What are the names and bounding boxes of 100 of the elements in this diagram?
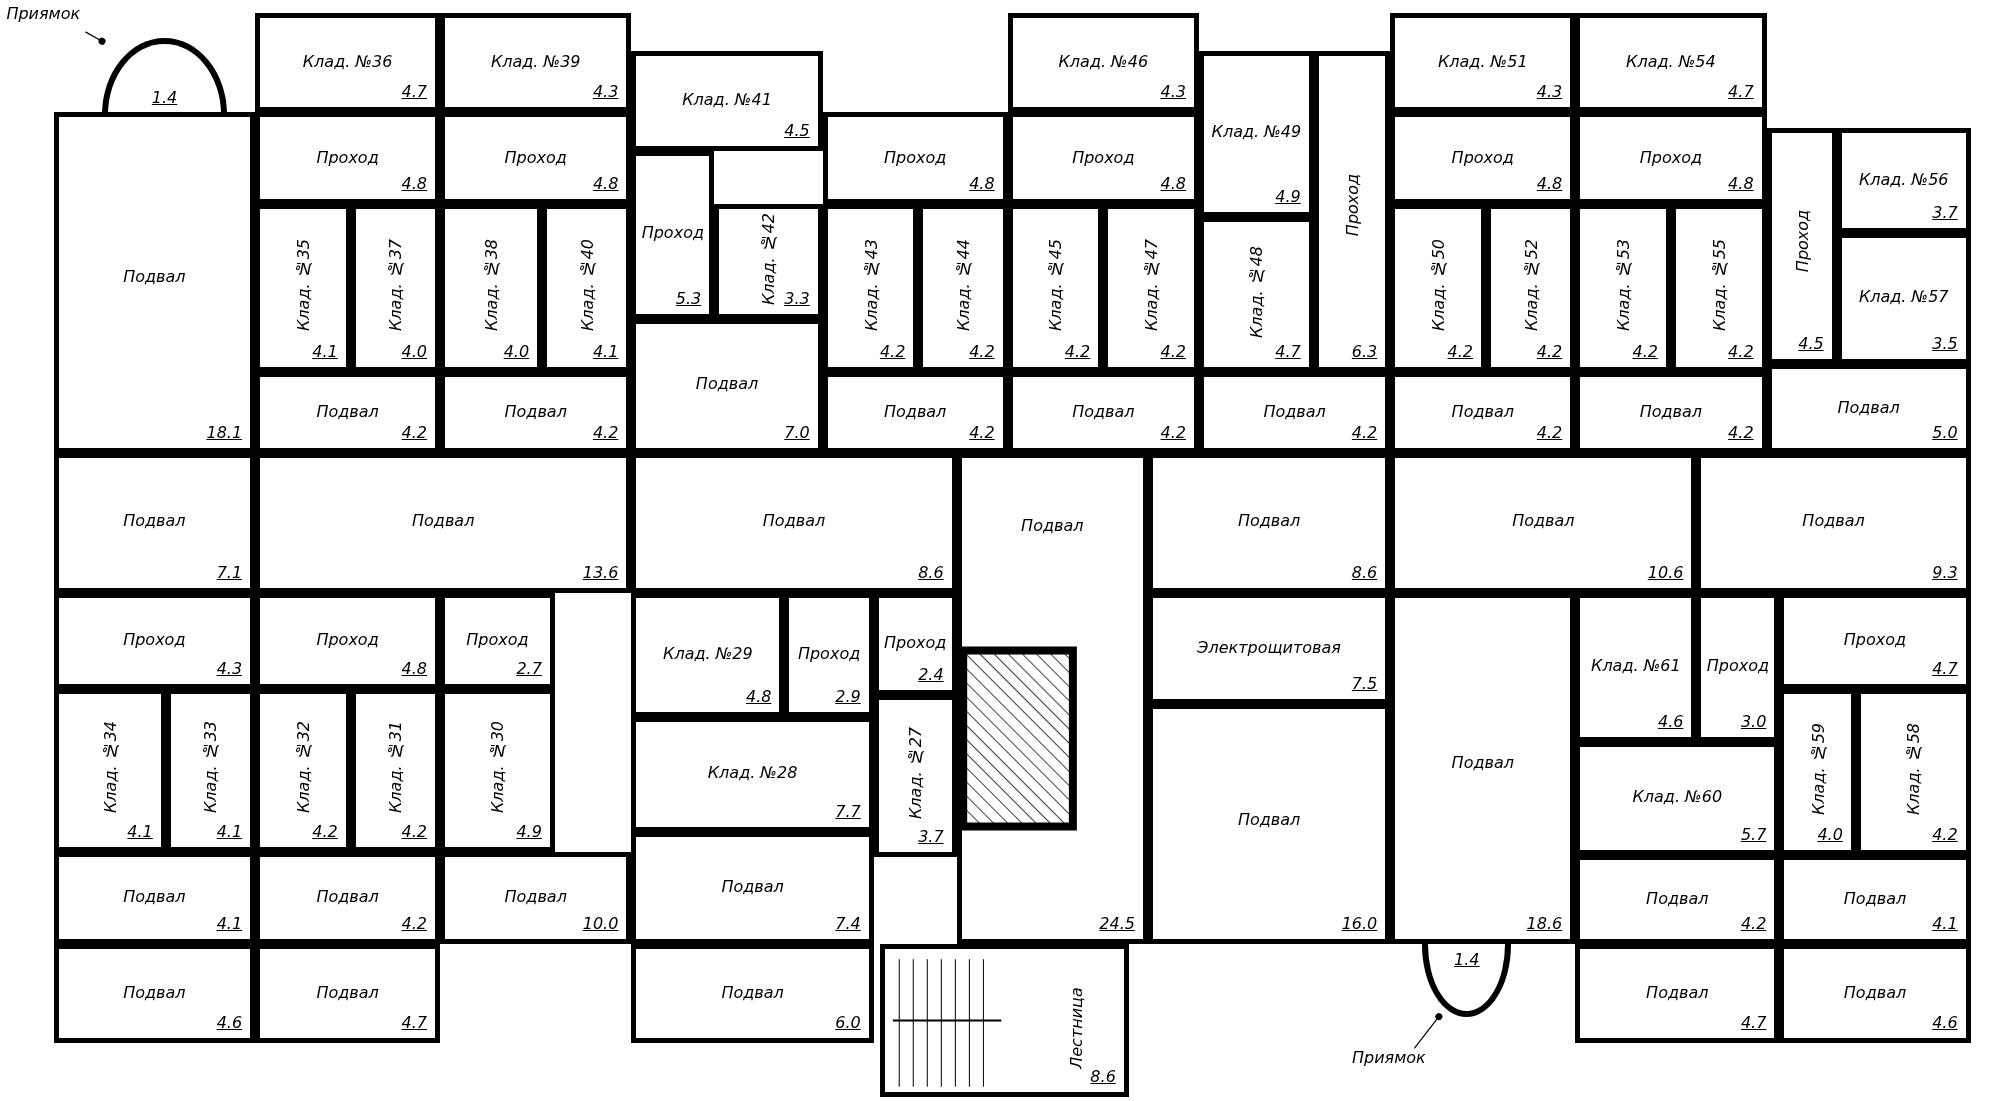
room-name: Проход — [884, 632, 947, 652]
area-label: 4.2 — [1064, 342, 1091, 362]
room — [1575, 112, 1767, 205]
room-name: Клад. №51 — [1437, 51, 1528, 71]
room-name: Клад. №39 — [490, 51, 581, 71]
pit-outline — [102, 38, 228, 115]
room — [631, 831, 874, 944]
room-name: Подвал — [504, 401, 567, 421]
room — [440, 593, 555, 689]
room-name: Проход — [123, 629, 186, 649]
room-name: Клад. №44 — [953, 239, 973, 332]
area-label: 1.4 — [1454, 949, 1480, 969]
area-label: 5.0 — [1932, 422, 1958, 442]
room-name: Проход — [1342, 174, 1362, 237]
room — [53, 593, 256, 689]
room-name: Клад. №45 — [1045, 239, 1065, 332]
room-name: Подвал — [1451, 752, 1514, 772]
room-name: Подвал — [762, 510, 826, 530]
area-label: 2.7 — [516, 658, 542, 678]
area-label: 4.6 — [216, 1013, 243, 1033]
room-name: Клад. №52 — [1521, 239, 1541, 332]
room-name: Подвал — [721, 982, 784, 1002]
room-name: Клад. №32 — [293, 721, 313, 814]
room — [1575, 593, 1697, 743]
room — [53, 112, 256, 453]
area-label: 4.8 — [1728, 174, 1754, 194]
room-name: Проход — [641, 222, 704, 241]
room — [1855, 688, 1971, 855]
room-name: Клад. №33 — [200, 721, 220, 814]
room — [1103, 204, 1199, 373]
room — [1696, 593, 1780, 743]
room-name: Клад. №43 — [861, 239, 881, 332]
room-name: Клад. №34 — [100, 721, 120, 814]
pit-outline — [1422, 943, 1512, 1017]
room-name: Подвал — [1072, 401, 1135, 421]
room-name: Клад. №28 — [707, 762, 798, 782]
room — [1390, 112, 1576, 205]
room-name: Клад. №41 — [682, 89, 772, 109]
room — [714, 204, 823, 319]
area-label: 4.2 — [1728, 422, 1754, 442]
room — [255, 688, 351, 852]
room — [255, 12, 441, 113]
area-label: 4.8 — [1160, 174, 1186, 194]
room — [1198, 216, 1314, 373]
room — [1575, 854, 1780, 944]
room-name: Клад. №58 — [1903, 722, 1923, 815]
room — [1147, 593, 1391, 705]
room-name: Подвал — [316, 401, 379, 421]
room — [1670, 204, 1767, 373]
room — [53, 943, 256, 1044]
room-name: Лестница — [1066, 986, 1086, 1069]
area-label: 3.7 — [1932, 203, 1958, 223]
room — [1007, 372, 1199, 453]
area-label: 4.2 — [1632, 342, 1658, 362]
area-label: 10.0 — [582, 913, 619, 933]
area-label: 4.2 — [969, 422, 995, 442]
area-label: 4.3 — [592, 82, 619, 102]
room-name: Клад. №53 — [1613, 239, 1633, 332]
room — [1779, 593, 1971, 689]
room — [542, 204, 632, 373]
room-name: Клад. №40 — [577, 239, 597, 332]
room — [1147, 704, 1391, 944]
room-name: Клад. №38 — [481, 239, 501, 332]
area-label: 4.7 — [1275, 342, 1301, 362]
room — [53, 852, 256, 944]
room — [255, 452, 632, 594]
area-label: 4.2 — [1932, 824, 1958, 844]
area-label: 4.2 — [1536, 342, 1563, 362]
room — [956, 452, 1148, 944]
room — [1836, 127, 1971, 234]
room-name: Клад. №61 — [1591, 655, 1681, 675]
room-name: Подвал — [316, 886, 379, 906]
area-label: 4.8 — [592, 174, 619, 194]
room — [822, 112, 1008, 205]
area-label: 4.2 — [969, 342, 995, 362]
area-label: 4.2 — [401, 422, 428, 442]
area-label: 4.7 — [1740, 1013, 1767, 1033]
area-label: 4.3 — [216, 658, 243, 678]
room-name: Подвал — [412, 510, 475, 530]
room — [822, 372, 1008, 453]
area-label: 4.2 — [1160, 342, 1186, 362]
room-name: Клад. №60 — [1632, 786, 1723, 806]
area-label: 4.1 — [127, 822, 153, 841]
room-name: Клад. №48 — [1246, 245, 1266, 338]
area-label: 4.7 — [401, 1013, 428, 1033]
room-name: Подвал — [1451, 401, 1514, 421]
room-name: Подвал — [1237, 510, 1301, 530]
room — [822, 204, 919, 373]
room — [440, 204, 543, 373]
room — [1007, 112, 1199, 205]
room — [1575, 12, 1767, 113]
room-name: Клад. №31 — [385, 721, 405, 814]
room-name: Клад. №47 — [1141, 239, 1161, 332]
room-name: Подвал — [123, 982, 186, 1002]
room-name: Подвал — [504, 886, 567, 906]
room-name: Проход — [466, 629, 529, 649]
room-name: Подвал — [1263, 401, 1326, 421]
room — [918, 204, 1008, 373]
area-label: 4.2 — [1447, 342, 1473, 362]
area-label: 9.3 — [1932, 563, 1958, 583]
